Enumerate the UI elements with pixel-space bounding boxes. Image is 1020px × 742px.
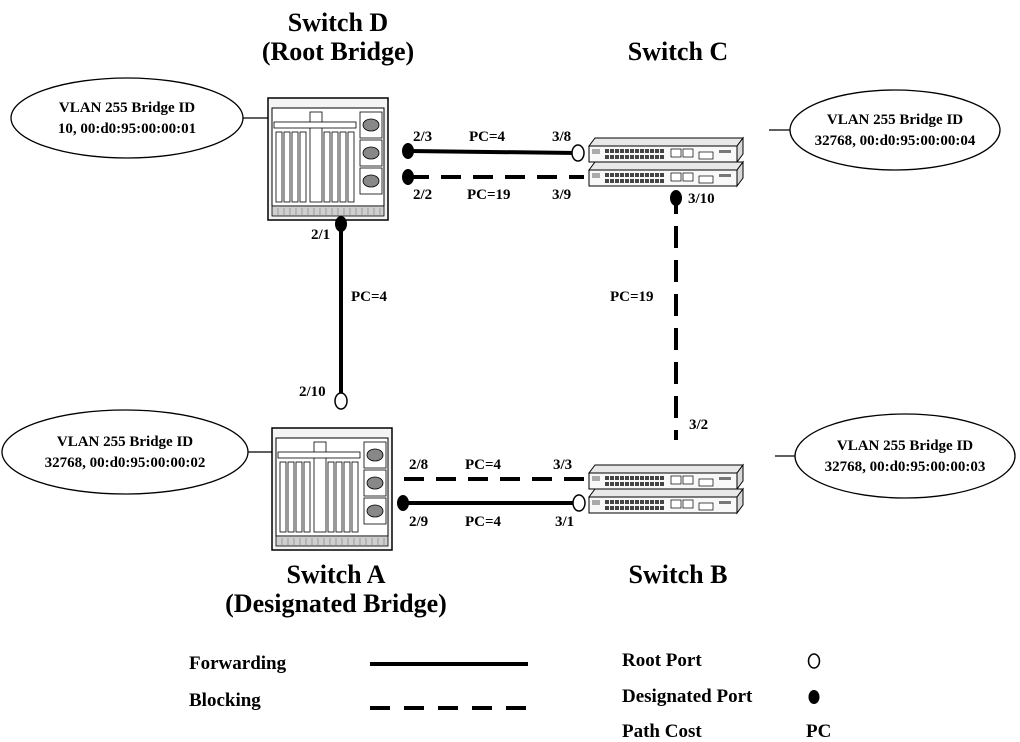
- switch-a-title: Switch A: [287, 560, 386, 589]
- switch-b-device: [588, 464, 744, 514]
- port-label: 2/1: [311, 227, 330, 243]
- port-label: 3/3: [553, 457, 572, 473]
- designated-port-marker: [335, 216, 347, 232]
- port-label: 3/9: [552, 187, 571, 203]
- port-label: 3/10: [688, 191, 715, 207]
- port-label: 2/2: [413, 187, 432, 203]
- legend-designated-port-label: Designated Port: [622, 686, 753, 707]
- legend-root-port-label: Root Port: [622, 650, 702, 671]
- port-label: 2/10: [299, 384, 326, 400]
- switch-c-title: Switch C: [628, 37, 728, 66]
- bridge-id-oval-b: VLAN 255 Bridge ID 32768, 00:d0:95:00:00…: [794, 413, 1016, 499]
- switch-b-title: Switch B: [629, 560, 728, 589]
- legend-root-port-icon: [807, 653, 821, 669]
- bridge-id-d-line1: VLAN 255 Bridge ID: [59, 100, 195, 116]
- legend-designated-port-icon: [808, 690, 820, 704]
- bridge-id-a-line2: 32768, 00:d0:95:00:00:02: [45, 455, 206, 471]
- switch-a-device: [271, 427, 393, 551]
- link-d-c-top: [408, 149, 578, 155]
- designated-port-marker: [402, 169, 414, 185]
- legend-forwarding-label: Forwarding: [189, 653, 287, 674]
- switch-d-device: [267, 97, 389, 221]
- path-cost-label: PC=4: [465, 514, 502, 530]
- port-label: 3/2: [689, 417, 708, 433]
- bridge-id-oval-d: VLAN 255 Bridge ID 10, 00:d0:95:00:00:01: [10, 77, 244, 159]
- legend-blocking-label: Blocking: [189, 690, 261, 711]
- port-label: 3/8: [552, 129, 571, 145]
- designated-port-marker: [670, 190, 682, 206]
- designated-port-marker: [397, 495, 409, 511]
- bridge-id-d-line2: 10, 00:d0:95:00:00:01: [58, 121, 196, 137]
- port-label: 3/1: [555, 514, 574, 530]
- bridge-id-b-line2: 32768, 00:d0:95:00:00:03: [825, 459, 986, 475]
- path-cost-label: PC=4: [469, 129, 506, 145]
- designated-port-marker: [402, 143, 414, 159]
- switch-d-title: Switch D: [288, 8, 388, 37]
- bridge-id-oval-a: VLAN 255 Bridge ID 32768, 00:d0:95:00:00…: [1, 409, 249, 495]
- port-label: 2/8: [409, 457, 428, 473]
- path-cost-label: PC=19: [610, 289, 654, 305]
- bridge-id-oval-c: VLAN 255 Bridge ID 32768, 00:d0:95:00:00…: [789, 89, 1001, 171]
- bridge-id-b-line1: VLAN 255 Bridge ID: [837, 438, 973, 454]
- root-port-marker: [571, 144, 585, 162]
- switch-a-subtitle: (Designated Bridge): [225, 589, 447, 618]
- legend-path-cost-symbol: PC: [806, 721, 831, 742]
- switch-d-subtitle: (Root Bridge): [262, 37, 414, 66]
- path-cost-label: PC=19: [467, 187, 511, 203]
- root-port-marker: [334, 392, 348, 410]
- switch-c-device: [588, 137, 744, 187]
- bridge-id-a-line1: VLAN 255 Bridge ID: [57, 434, 193, 450]
- bridge-id-c-line1: VLAN 255 Bridge ID: [827, 112, 963, 128]
- bridge-id-c-line2: 32768, 00:d0:95:00:00:04: [815, 133, 976, 149]
- port-label: 2/9: [409, 514, 428, 530]
- port-label: 2/3: [413, 129, 432, 145]
- path-cost-label: PC=4: [351, 289, 388, 305]
- root-port-marker: [572, 494, 586, 512]
- legend-path-cost-label: Path Cost: [622, 721, 702, 742]
- legend: Forwarding Blocking Root Port Designated…: [189, 650, 831, 742]
- path-cost-label: PC=4: [465, 457, 502, 473]
